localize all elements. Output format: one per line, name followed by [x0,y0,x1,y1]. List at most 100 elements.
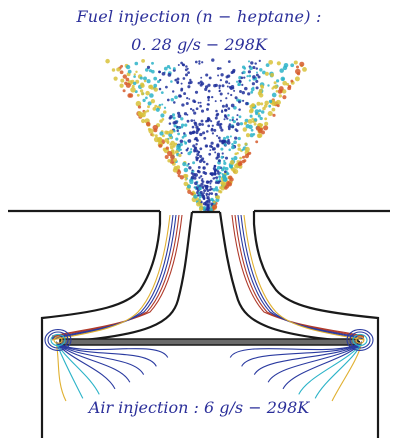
spray-particle [182,173,188,179]
spray-particle [263,125,269,131]
spray-particle [227,114,230,117]
spray-particle [211,58,215,62]
spray-particle [214,181,218,184]
spray-particle [207,89,211,93]
spray-particle [249,114,253,118]
spray-particle [205,73,209,77]
center-body-right [218,211,361,344]
spray-particle [234,136,238,140]
spray-particle [219,92,223,96]
spray-particle [207,124,211,128]
spray-particle [194,121,197,124]
spray-particle [183,140,186,143]
spray-particle [257,112,260,115]
spray-particle [221,152,224,155]
spray-particle [167,158,171,163]
spray-particle [202,160,206,164]
spray-particle [260,127,263,131]
spray-particle [250,87,255,92]
spray-particle [137,105,142,109]
spray-particle [211,147,215,151]
spray-particle [176,81,179,85]
spray-particle [179,148,182,151]
spray-particle [255,71,259,74]
spray-particle [252,120,255,123]
spray-particle [169,143,172,146]
spray-particle [180,152,183,155]
streamline [51,214,177,339]
spray-particle [241,148,244,152]
spray-particle [192,161,196,165]
spray-particle [231,86,235,90]
spray-particle [181,123,185,127]
spray-particle [197,151,200,154]
streamline [51,214,174,340]
streamline [355,336,365,344]
spray-particle [207,204,210,207]
spray-particle [177,132,181,136]
spray-particle [258,109,262,113]
spray-particle [125,77,130,82]
air-streamlines [44,214,374,402]
spray-particle [170,80,173,83]
spray-particle [217,136,221,140]
spray-particle [234,96,238,100]
spray-particle [257,75,261,79]
center-body-left [59,211,194,344]
spray-particle [190,175,195,180]
spray-particle [169,145,174,150]
spray-particle [140,92,145,96]
spray-particle [176,169,182,175]
spray-particle [283,63,289,68]
streamline [231,214,365,337]
streamline [331,341,363,402]
spray-particle [233,105,237,110]
spray-particle [207,103,210,106]
spray-particle [210,145,214,149]
spray-particle [140,83,145,88]
spray-particle [225,75,229,79]
spray-particle [207,198,211,201]
spray-particle [219,78,223,82]
spray-particle [186,96,189,100]
spray-particle [239,80,242,83]
spray-particle [122,74,127,79]
spray-particle [202,166,205,169]
spray-particle [273,81,277,85]
spray-particle [219,99,222,102]
spray-particle [255,67,258,70]
spray-particle [143,76,147,81]
spray-particle [239,156,242,160]
spray-particle [174,78,177,82]
spray-particle [170,154,175,160]
spray-particle [197,170,201,174]
spray-particle [173,124,177,128]
spray-particle [255,126,261,131]
spray-particle [213,172,217,176]
spray-particle [192,144,196,148]
spray-particle [167,150,173,157]
spray-particle [202,197,206,200]
spray-particle [257,114,261,118]
spray-particle [267,111,273,117]
spray-particle [264,121,269,126]
spray-particle [158,70,162,74]
spray-particle [218,178,221,181]
spray-particle [255,140,259,144]
spray-particle [208,201,211,204]
spray-particle [197,165,201,169]
spray-particle [176,77,180,81]
spray-particle [146,79,151,84]
spray-particle [144,68,149,72]
spray-particle [299,61,305,67]
spray-particle [147,101,152,106]
spray-particle [275,90,279,93]
spray-particle [194,181,198,186]
spray-particle [221,174,227,179]
spray-particle [272,113,276,117]
spray-particle [203,208,206,212]
streamline [234,214,365,338]
spray-particle [276,61,281,66]
spray-particle [198,122,202,126]
spray-particle [219,67,222,70]
